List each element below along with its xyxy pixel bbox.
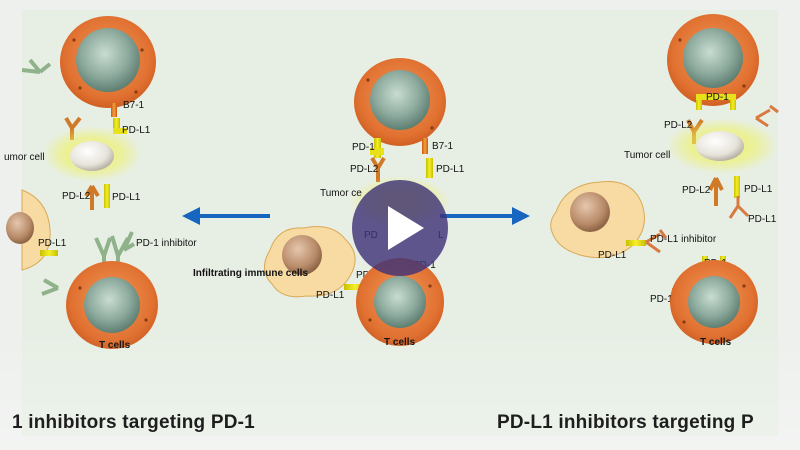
label-tumor-cell-center: Tumor ce	[320, 188, 362, 199]
label-t-cells-left: T cells	[99, 340, 131, 351]
label-pdl1-right-lowest: PD-L1	[748, 214, 777, 225]
label-pdl1-left-top: PD-L1	[122, 125, 151, 136]
label-pdl1-immune-right: PD-L1	[598, 250, 627, 261]
caption-right: PD-L1 inhibitors targeting P	[497, 412, 754, 433]
receptor-pdl1-immune-right	[626, 240, 646, 246]
caption-left: 1 inhibitors targeting PD-1	[12, 412, 255, 433]
tumor-cell-right-white	[666, 118, 778, 174]
frame-border-bottom	[0, 436, 800, 450]
pdl1-inhibitor-right-lower	[728, 196, 750, 219]
immune-cell-left-edge	[6, 189, 51, 271]
receptor-b71-center	[422, 138, 428, 154]
arrow-left	[182, 207, 270, 225]
immune-cell-right	[550, 180, 645, 259]
antibody-left-edge-top	[21, 58, 52, 74]
receptor-pdl2-right-lower	[708, 177, 724, 206]
immune-cell-center	[264, 226, 356, 298]
receptor-pdl1-immune-center	[344, 284, 366, 290]
receptor-pdl1-left	[104, 184, 110, 208]
label-pd1-inhibitor: PD-1 inhibitor	[136, 238, 197, 249]
play-triangle-icon	[388, 206, 424, 250]
receptor-pdl1-left-edge	[40, 250, 58, 256]
arrow-right	[440, 207, 530, 225]
pdl1-inhibitor-top-right	[755, 104, 779, 128]
t-cell-left	[66, 261, 158, 349]
label-tumor-cell-left: umor cell	[4, 152, 45, 163]
label-pdl1-immune-center: PD-L1	[316, 290, 345, 301]
label-pd1-right-top: PD-1	[706, 92, 729, 103]
label-infiltrating-immune-cells: Infiltrating immune cells	[193, 268, 308, 279]
label-tumor-cell-right: Tumor cell	[624, 150, 670, 161]
tumor-cell-left-white	[42, 126, 142, 182]
receptor-pdl1-center	[426, 158, 433, 178]
label-pdl1-left-mid: PD-L1	[112, 192, 141, 203]
pdl1-inhibitor-right	[645, 229, 668, 254]
label-b71-left: B7-1	[123, 100, 145, 111]
frame-border-top	[0, 0, 800, 10]
tumor-cell-left-top	[60, 16, 156, 108]
play-button[interactable]	[352, 180, 448, 276]
receptor-pdl1-right-lower	[734, 176, 740, 198]
label-pdl1-left-edge: PD-L1	[38, 238, 67, 249]
label-pdl1-center: PD-L1	[436, 164, 465, 175]
label-pd1-center: PD-1	[352, 142, 375, 153]
label-b71-center: B7-1	[432, 141, 454, 152]
label-pdl1-right-lower: PD-L1	[744, 184, 773, 195]
tumor-cell-center-top	[354, 58, 446, 146]
frame-border-right	[778, 0, 800, 450]
label-pdl2-right-lower: PD-L2	[682, 185, 711, 196]
label-pdl2-right-top: PD-L2	[664, 120, 693, 131]
receptor-pd1-right-top	[696, 94, 736, 110]
tumor-cell-right-top	[667, 14, 759, 106]
label-pdl2-left: PD-L2	[62, 191, 91, 202]
label-pdl1-inhibitor: PD-L1 inhibitor	[650, 234, 717, 245]
label-t-cells-center: T cells	[384, 337, 416, 348]
t-cell-right	[670, 260, 758, 344]
receptor-pdl2-left	[84, 184, 100, 210]
receptor-pd1-center	[370, 138, 384, 158]
receptor-b71-left	[111, 103, 117, 117]
label-t-cells-right: T cells	[700, 337, 732, 348]
label-pd1-tcell-right-side: PD-1	[650, 294, 673, 305]
t-cell-center	[356, 258, 444, 346]
label-pdl2-center: PD-L2	[350, 164, 379, 175]
